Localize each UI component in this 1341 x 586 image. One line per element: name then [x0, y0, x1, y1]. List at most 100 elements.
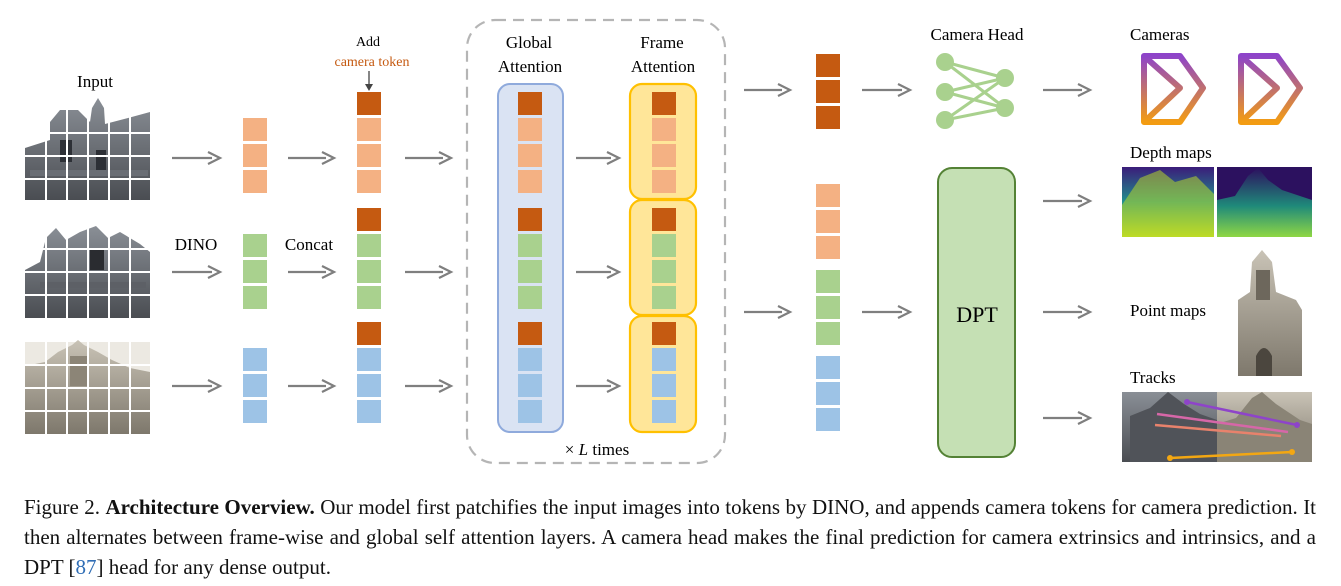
global-attention-box	[497, 83, 564, 433]
patch-token	[243, 374, 267, 397]
patch-token	[652, 260, 676, 283]
flow-arrow-icon	[172, 379, 223, 393]
flow-arrow-icon	[172, 265, 223, 279]
patch-token	[816, 408, 840, 431]
global-attention-title-2: Attention	[498, 57, 563, 76]
input-label: Input	[77, 72, 113, 91]
caption-prefix: Figure 2.	[24, 495, 101, 519]
frame-attention-title-2: Attention	[631, 57, 696, 76]
patch-token	[652, 170, 676, 193]
patch-token	[816, 270, 840, 293]
camera-token	[357, 322, 381, 345]
depth-maps-label: Depth maps	[1130, 143, 1212, 162]
cameras-label: Cameras	[1130, 25, 1189, 44]
patch-token	[243, 286, 267, 309]
flow-arrow-icon	[744, 83, 793, 97]
caption-text-1: Our model first patchifies the input ima…	[24, 495, 1317, 579]
patch-token	[518, 374, 542, 397]
patch-token	[518, 286, 542, 309]
patch-token	[243, 234, 267, 257]
patch-token	[357, 374, 381, 397]
camera-token-label: camera token	[334, 55, 409, 70]
patch-token	[518, 348, 542, 371]
attention-block-container	[465, 18, 727, 465]
dpt-label: DPT	[956, 302, 998, 327]
add-arrow-icon	[365, 71, 373, 91]
patch-token	[816, 382, 840, 405]
patch-token	[357, 400, 381, 423]
camera-token	[518, 322, 542, 345]
patch-token	[816, 322, 840, 345]
flow-arrow-icon	[576, 265, 622, 279]
point-maps-label: Point maps	[1130, 301, 1206, 320]
camera-token	[518, 208, 542, 231]
camera-frustum-icon-1	[1141, 53, 1206, 125]
camera-token	[652, 92, 676, 115]
patch-token	[357, 234, 381, 257]
flow-arrow-icon	[576, 379, 622, 393]
camera-token	[816, 54, 840, 77]
patch-token	[652, 374, 676, 397]
patch-token	[243, 144, 267, 167]
point-map-image	[1238, 250, 1302, 376]
flow-arrow-icon	[862, 305, 913, 319]
token-stacks	[243, 54, 840, 431]
patch-token	[816, 356, 840, 379]
flow-arrow-icon	[288, 379, 337, 393]
caption-bold: Architecture Overview.	[105, 495, 315, 519]
flow-arrow-icon	[1043, 305, 1093, 319]
flow-arrow-icon	[405, 265, 454, 279]
patch-token	[652, 144, 676, 167]
depth-map-image-2	[1217, 167, 1312, 237]
flow-arrow-icon	[744, 305, 793, 319]
patch-token	[357, 260, 381, 283]
flow-arrow-icon	[1043, 194, 1093, 208]
flow-arrow-icon	[288, 151, 337, 165]
patch-token	[357, 286, 381, 309]
tracks-image	[1122, 392, 1312, 462]
patch-token	[518, 260, 542, 283]
depth-map-image-1	[1122, 167, 1214, 237]
patch-token	[357, 170, 381, 193]
camera-token	[518, 92, 542, 115]
flow-arrow-icon	[405, 151, 454, 165]
patch-token	[816, 236, 840, 259]
camera-frustum-icon-2	[1238, 53, 1303, 125]
patch-token	[243, 348, 267, 371]
patch-token	[357, 348, 381, 371]
patch-token	[357, 144, 381, 167]
patch-token	[243, 118, 267, 141]
flow-arrow-icon	[288, 265, 337, 279]
patch-token	[652, 400, 676, 423]
camera-token	[816, 80, 840, 103]
flow-arrow-icon	[1043, 411, 1093, 425]
camera-token	[357, 208, 381, 231]
flow-arrow-icon	[405, 379, 454, 393]
camera-token	[652, 322, 676, 345]
patch-token	[816, 210, 840, 233]
camera-token	[816, 106, 840, 129]
patch-token	[243, 170, 267, 193]
frame-attention-title-1: Frame	[640, 33, 683, 52]
flow-arrow-icon	[576, 151, 622, 165]
camera-token	[357, 92, 381, 115]
patch-token	[357, 118, 381, 141]
patch-token	[518, 144, 542, 167]
patch-token	[652, 234, 676, 257]
times-label: × L times	[565, 440, 629, 459]
flow-arrow-icon	[862, 83, 913, 97]
patch-token	[518, 170, 542, 193]
dpt-head-box	[937, 167, 1016, 458]
concat-label: Concat	[285, 235, 333, 254]
patch-token	[243, 400, 267, 423]
global-attention-title-1: Global	[506, 33, 553, 52]
camera-head-label: Camera Head	[931, 25, 1024, 44]
camera-head-network-icon	[936, 53, 1014, 129]
camera-token	[652, 208, 676, 231]
flow-arrows	[172, 83, 1093, 425]
patch-token	[518, 118, 542, 141]
caption-ref-link[interactable]: 87	[75, 555, 97, 579]
patch-token	[243, 260, 267, 283]
caption-text-2: ] head for any dense output.	[96, 555, 331, 579]
patch-token	[518, 400, 542, 423]
